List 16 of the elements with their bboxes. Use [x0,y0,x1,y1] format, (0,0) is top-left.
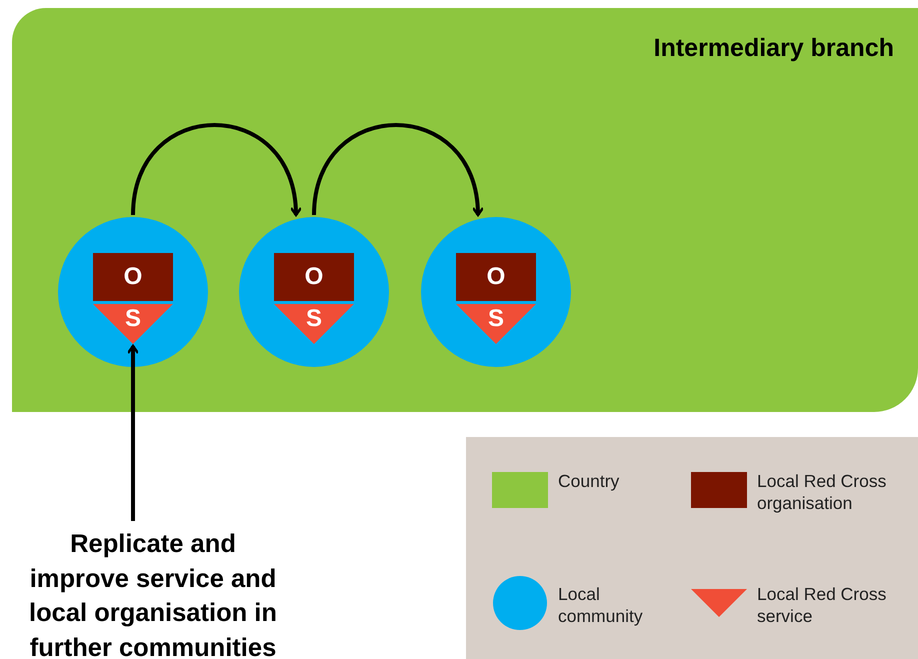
area-title: Intermediary branch [654,34,894,63]
service-triangle: S [93,304,173,344]
legend-label: Local community [558,583,644,627]
organisation-box: O [93,253,173,301]
caption-text: Replicate and improve service and local organisation in further communities [22,527,284,659]
service-triangle: S [274,304,354,344]
arrow [312,123,484,216]
organisation-box: O [456,253,536,301]
arrow [126,344,140,521]
legend-label: Local Red Cross organisation [757,470,888,514]
service-triangle: S [456,304,536,344]
country-area [12,8,918,412]
arrow [131,123,302,216]
organisation-box: O [274,253,354,301]
legend-label: Country [558,470,620,492]
legend-label: Local Red Cross service [757,583,888,627]
